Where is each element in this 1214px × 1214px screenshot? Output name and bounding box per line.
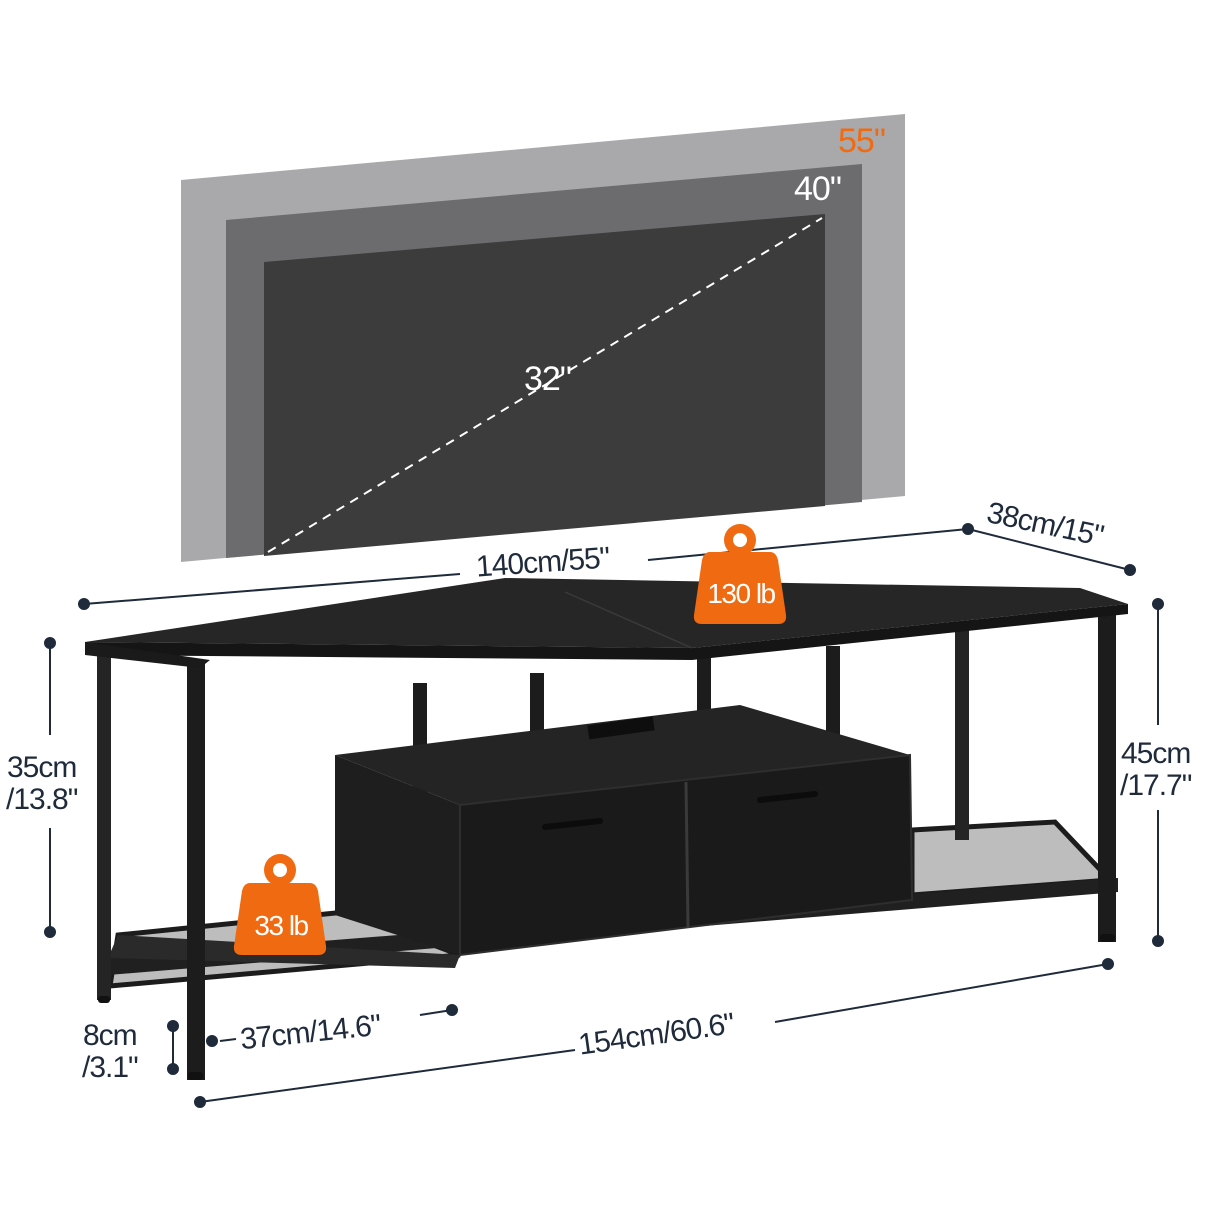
shelf-height-cm: 35cm [7, 751, 77, 784]
tv-size-frames [181, 114, 905, 562]
total-height-cm: 45cm [1121, 737, 1191, 770]
tabletop-left-edge [85, 642, 210, 668]
leg-height-label: 8cm /3.1" [82, 1019, 139, 1084]
tv-stand [85, 524, 1128, 1080]
leg-front-right [1098, 612, 1116, 942]
drawer-handle-left [542, 818, 603, 830]
weight-icon-33lb [233, 854, 327, 955]
leg-back-left [97, 655, 111, 1000]
leg-height-in: /3.1" [82, 1050, 139, 1084]
power-strip [587, 716, 655, 740]
leg-back-right [955, 630, 969, 840]
cabinet-side [335, 755, 460, 955]
total-height-label: 45cm /17.7" [1120, 737, 1192, 802]
tabletop-front-edge [85, 604, 1128, 660]
shelf-load-capacity-label: 33 lb [254, 910, 309, 941]
weight-icon-130lb [693, 524, 787, 624]
shelf-height-in: /13.8" [6, 782, 78, 816]
cabinet-top [335, 705, 910, 805]
tv-size-55-label: 55" [838, 122, 886, 160]
dimension-lines [44, 523, 1164, 1108]
leg-height-cm: 8cm [83, 1019, 138, 1052]
shelf-height-label: 35cm /13.8" [6, 751, 78, 816]
tv-size-32-label: 32" [524, 360, 572, 398]
drawer-handle-right [757, 791, 818, 803]
leg-front-left [187, 662, 205, 1080]
tv-size-40-label: 40" [794, 170, 842, 208]
drawer-divider [684, 781, 690, 929]
total-height-in: /17.7" [1120, 768, 1192, 802]
tabletop-surface [85, 578, 1128, 648]
tv-diagonal-dashed-line [267, 217, 823, 553]
top-load-capacity-label: 130 lb [707, 578, 776, 609]
